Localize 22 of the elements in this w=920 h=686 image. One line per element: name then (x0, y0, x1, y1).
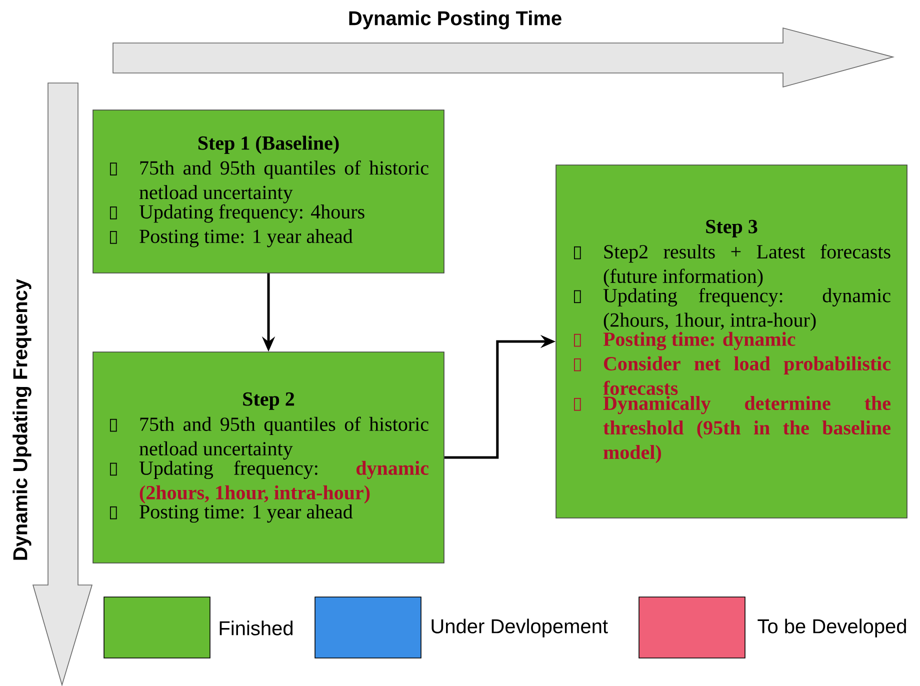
legend-label: To be Developed (758, 618, 906, 638)
bullet-text: Step2 results + Latest forecasts (future information) (604, 244, 890, 288)
step-heading: Step 1 (Baseline) (198, 136, 339, 154)
bullet-text: Consider net load probabilistic forecasts (603, 356, 891, 395)
bullet-text: Posting time: 1 year ahead (140, 504, 353, 523)
step-box (556, 164, 908, 518)
bullet-text: 75th and 95th quantiles of historic netload uncertainty (139, 416, 428, 460)
bullet-text: Updating frequency: dynamic (2hours, 1hour, intra-hour) (139, 460, 428, 504)
step-box (92, 352, 444, 564)
bullet-text: Posting time: 1 year ahead (140, 229, 353, 248)
legend-label: Under Devlopement (432, 618, 608, 638)
bullet-text: 75th and 95th quantiles of historic netload uncertainty (139, 160, 428, 204)
step-box (92, 110, 444, 274)
bullet-text: Dynamically determine the threshold (95th in the baseline model) (603, 396, 890, 464)
step-heading: Step 2 (243, 392, 294, 410)
arrow-label: Dynamic Updating Frequency (12, 279, 32, 560)
arrow-label: Dynamic Posting Time (349, 10, 562, 30)
bullet-text: Updating frequency: 4hours (139, 204, 364, 223)
step-heading: Step 3 (706, 220, 758, 238)
legend-label: Finished (220, 620, 292, 636)
bullet-text: Posting time: dynamic (603, 332, 796, 350)
bullet-text: Updating frequency: dynamic (2hours, 1hour, intra-hour) (603, 288, 890, 331)
